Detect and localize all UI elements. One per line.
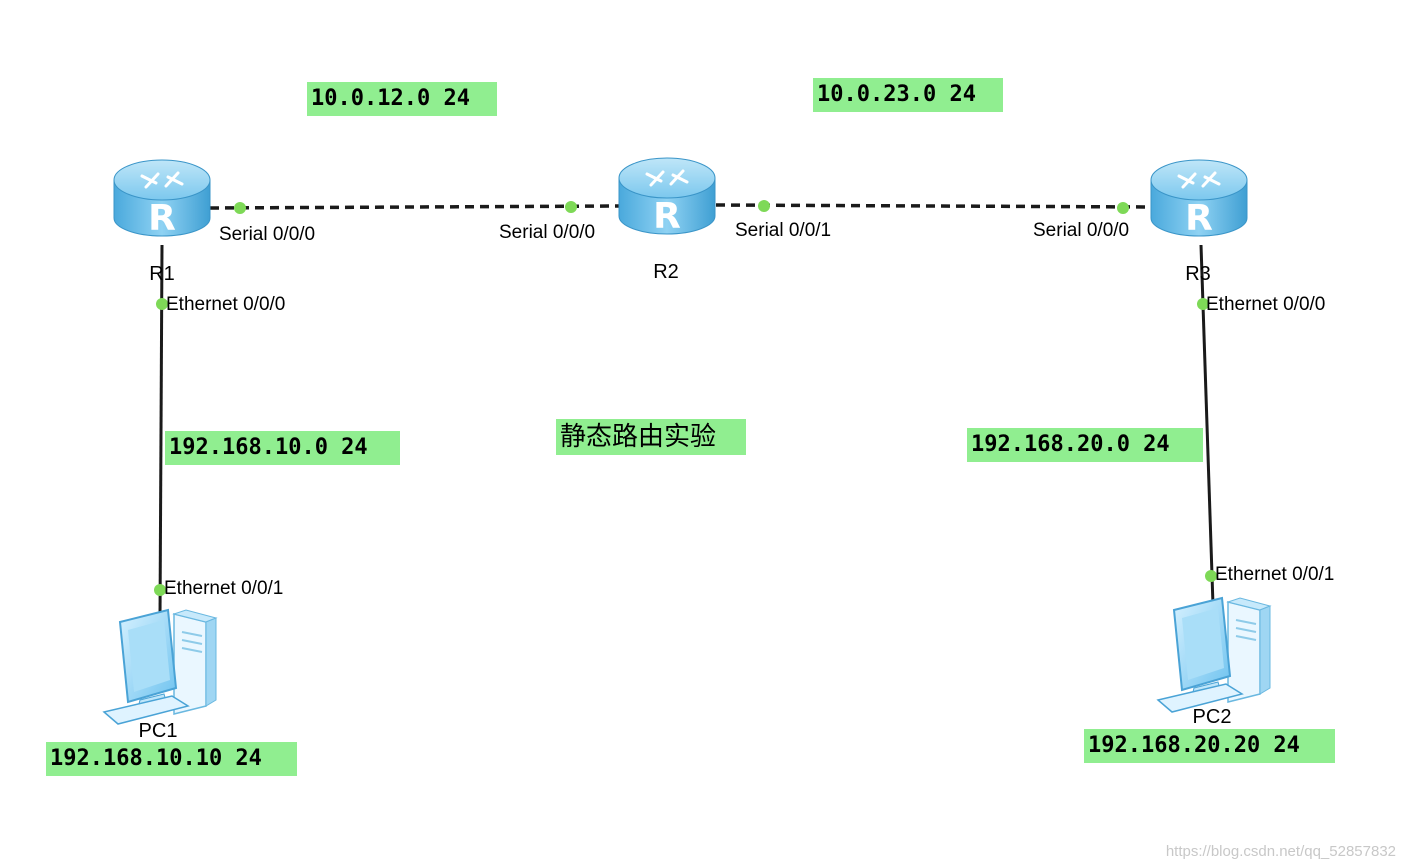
router-icon[interactable] [617, 156, 717, 239]
link-r1-r2 [209, 204, 621, 210]
pc1-ip-label: 192.168.10.10 24 [46, 742, 297, 776]
device-name-pc1: PC1 [138, 720, 178, 742]
pc2-ip-label: 192.168.20.20 24 [1084, 729, 1335, 763]
network-label-r3-pc2: 192.168.20.0 24 [967, 428, 1203, 462]
port-label-r2-serial1: Serial 0/0/1 [735, 220, 832, 241]
network-label-r1-r2: 10.0.12.0 24 [307, 82, 497, 116]
watermark: https://blog.csdn.net/qq_52857832 [1165, 843, 1396, 860]
network-label-r2-r3: 10.0.23.0 24 [813, 78, 1003, 112]
port-label-r2-serial0: Serial 0/0/0 [499, 222, 596, 243]
port-label-pc2-eth: Ethernet 0/0/1 [1215, 564, 1335, 585]
port-label-r3-serial: Serial 0/0/0 [1033, 220, 1130, 241]
pc-icon[interactable] [103, 609, 217, 725]
port-label-r1-eth: Ethernet 0/0/0 [166, 294, 286, 315]
device-name-r2: R2 [653, 261, 679, 283]
port-label-r3-eth: Ethernet 0/0/0 [1206, 294, 1326, 315]
router-icon[interactable] [1149, 158, 1249, 241]
port-label-pc1-eth: Ethernet 0/0/1 [164, 578, 284, 599]
device-name-r1: R1 [149, 263, 175, 285]
device-name-pc2: PC2 [1192, 706, 1232, 728]
router-icon[interactable] [112, 158, 212, 241]
link-r2-r3 [715, 203, 1153, 209]
diagram-title: 静态路由实验 [556, 419, 746, 455]
port-label-r1-serial: Serial 0/0/0 [219, 224, 316, 245]
network-label-r1-pc1: 192.168.10.0 24 [165, 431, 400, 465]
port-dots [154, 200, 1217, 596]
pc-icon[interactable] [1157, 597, 1271, 713]
device-name-r3: R3 [1185, 263, 1211, 285]
